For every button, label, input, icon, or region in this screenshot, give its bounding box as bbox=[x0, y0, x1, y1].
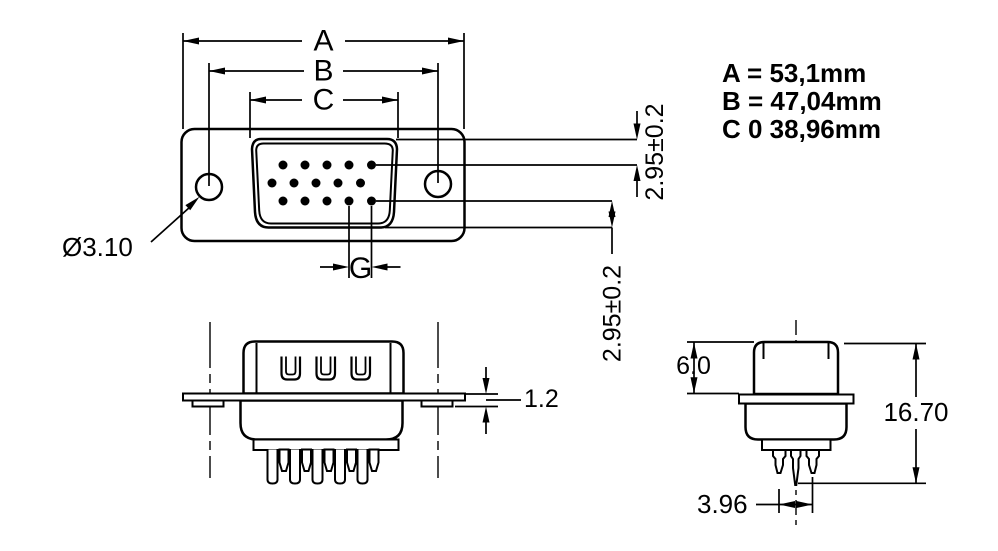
pin-row-spacing-label: 3.96 bbox=[697, 489, 748, 519]
hood-end-corner-lines bbox=[762, 342, 830, 359]
dimension-notes: A = 53,1mm B = 47,04mm C 0 38,96mm bbox=[722, 58, 882, 144]
contact-slots bbox=[280, 356, 372, 381]
flange-side bbox=[182, 392, 466, 402]
solder-pins-end bbox=[772, 449, 820, 486]
row-offset-upper-label: 2.95±0.2 bbox=[641, 103, 669, 200]
end-view: 6.0 16.70 3.96 bbox=[676, 320, 949, 528]
dim-g-label: G bbox=[349, 252, 372, 285]
d-insert-outer bbox=[250, 137, 399, 229]
dim-b: B bbox=[208, 55, 439, 186]
flange-thickness-label: 1.2 bbox=[524, 385, 559, 413]
dim-hole-diameter: Ø3.10 bbox=[62, 196, 200, 262]
dim-a: A bbox=[182, 25, 465, 129]
solder-pins-side bbox=[266, 448, 380, 485]
dim-shell-height: 6.0 bbox=[676, 341, 754, 395]
flange-tab-left bbox=[191, 399, 225, 408]
hole-diameter-label: Ø3.10 bbox=[62, 232, 133, 262]
dim-c: C bbox=[249, 84, 399, 138]
d-insert-inner bbox=[255, 142, 394, 225]
base-side bbox=[252, 438, 400, 451]
note-a: A = 53,1mm bbox=[722, 58, 866, 88]
front-view bbox=[180, 127, 466, 243]
leader-lines bbox=[376, 138, 637, 229]
dim-row-offset-upper: 2.95±0.2 bbox=[633, 103, 669, 201]
dim-row-offset-lower: 2.95±0.2 bbox=[599, 201, 627, 362]
hood-side-curve-lines bbox=[255, 343, 392, 394]
dim-c-label: C bbox=[313, 84, 335, 117]
pin-contacts bbox=[267, 160, 376, 206]
note-b: B = 47,04mm bbox=[722, 86, 882, 116]
flange-end bbox=[738, 393, 855, 405]
dim-g: G bbox=[320, 206, 401, 285]
dim-pin-row-spacing: 3.96 bbox=[697, 477, 814, 519]
row-offset-lower-label: 2.95±0.2 bbox=[599, 265, 627, 362]
dim-flange-thickness: 1.2 bbox=[455, 367, 559, 434]
side-view: 1.2 bbox=[182, 322, 559, 485]
hood-side bbox=[242, 340, 405, 395]
flange-tab-right bbox=[420, 399, 454, 408]
overall-height-label: 16.70 bbox=[883, 397, 948, 427]
dim-b-label: B bbox=[313, 55, 333, 88]
base-end bbox=[761, 438, 832, 451]
note-c: C 0 38,96mm bbox=[722, 114, 881, 144]
body-side bbox=[239, 399, 404, 441]
body-end bbox=[744, 402, 848, 441]
hood-end bbox=[752, 340, 840, 396]
front-view-dimensions: A B C G Ø3.10 bbox=[62, 25, 669, 363]
dim-a-label: A bbox=[313, 25, 333, 58]
dim-overall-height: 16.70 bbox=[798, 342, 949, 485]
shell-height-label: 6.0 bbox=[676, 352, 711, 380]
